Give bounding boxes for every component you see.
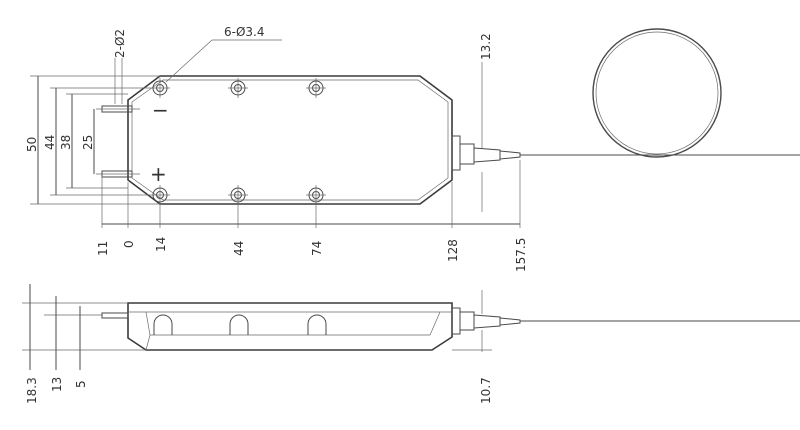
negative-terminal-symbol: − bbox=[152, 98, 169, 122]
z-dim-5: 5 bbox=[74, 380, 88, 388]
x-dim-74: 74 bbox=[310, 241, 324, 256]
x-dim-0: 0 bbox=[122, 240, 136, 248]
fiber-connector-side bbox=[451, 307, 521, 335]
module-bevel-top bbox=[131, 79, 449, 201]
fiber-height-dim: 13.2 bbox=[479, 33, 493, 60]
height-dim-25: 25 bbox=[81, 135, 95, 150]
height-dim-44: 44 bbox=[43, 135, 57, 150]
height-dimensions: 50 44 38 25 bbox=[25, 75, 160, 205]
x-dim-11: 11 bbox=[96, 241, 110, 256]
fiber-coil bbox=[592, 28, 722, 158]
x-dim-128: 128 bbox=[446, 239, 460, 262]
x-dim-157-5: 157.5 bbox=[514, 238, 528, 272]
mounting-hole bbox=[306, 185, 326, 205]
z-dim-13: 13 bbox=[50, 377, 64, 392]
side-view: 10.7 18.3 13 5 bbox=[22, 284, 800, 404]
side-fiber-dim: 10.7 bbox=[479, 377, 493, 404]
module-body-side bbox=[127, 302, 453, 351]
hole-callout: 6-Ø3.4 bbox=[224, 25, 265, 39]
mounting-hole bbox=[228, 78, 248, 98]
height-dim-38: 38 bbox=[59, 135, 73, 150]
top-view: − + 6-Ø3.4 2-Ø2 13.2 bbox=[25, 25, 800, 272]
z-dimensions: 18.3 13 5 bbox=[22, 284, 146, 404]
side-pin bbox=[101, 312, 129, 319]
mounting-hole bbox=[228, 185, 248, 205]
side-slot bbox=[229, 314, 249, 335]
side-slot bbox=[153, 314, 173, 335]
side-slot bbox=[307, 314, 327, 335]
hole-callout-leader bbox=[165, 39, 213, 83]
z-dim-18-3: 18.3 bbox=[25, 377, 39, 404]
height-dim-50: 50 bbox=[25, 137, 39, 152]
mounting-hole bbox=[150, 78, 170, 98]
pin-callout: 2-Ø2 bbox=[113, 29, 127, 58]
module-body-top bbox=[127, 75, 453, 205]
mounting-hole bbox=[150, 185, 170, 205]
mounting-holes bbox=[150, 78, 326, 205]
fiber-connector-top bbox=[451, 135, 521, 171]
positive-terminal-symbol: + bbox=[150, 162, 167, 186]
x-dim-44: 44 bbox=[232, 241, 246, 256]
x-dimensions: 11 0 14 44 74 128 157.5 bbox=[96, 160, 528, 272]
x-dim-14: 14 bbox=[154, 237, 168, 252]
mounting-hole bbox=[306, 78, 326, 98]
